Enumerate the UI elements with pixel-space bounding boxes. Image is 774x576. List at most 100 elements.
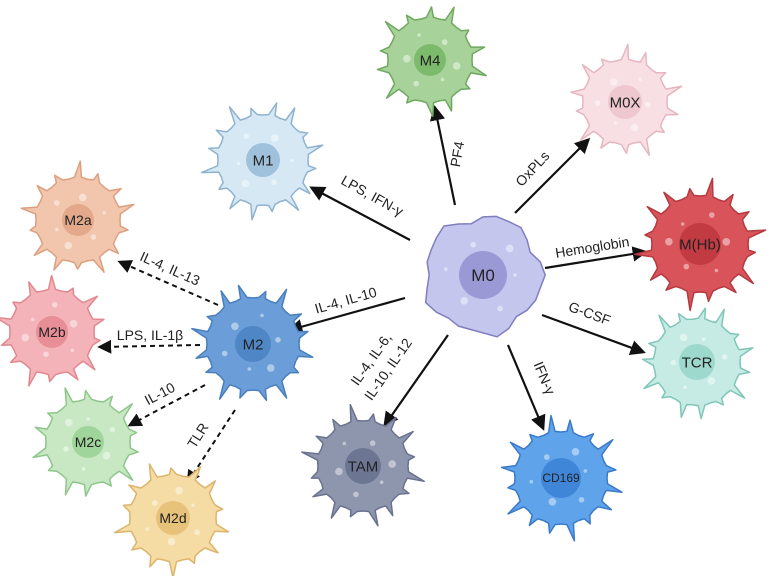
cell-m1: M1 xyxy=(200,102,324,221)
nucleus-m2d xyxy=(156,501,190,535)
label-oxpls: OxPLs xyxy=(512,148,552,190)
nucleus-m4 xyxy=(414,44,446,76)
vesicle xyxy=(417,33,421,37)
cell-m0x: M0X xyxy=(570,43,683,157)
vesicle xyxy=(369,440,376,447)
vesicle xyxy=(505,244,514,253)
vesicle xyxy=(270,134,279,142)
vesicle xyxy=(191,503,195,508)
vesicle xyxy=(721,354,728,360)
nucleus-m0x xyxy=(608,85,642,119)
vesicle xyxy=(335,467,343,476)
vesicle xyxy=(403,54,411,63)
vesicle xyxy=(460,297,469,305)
label-gcsf: G-CSF xyxy=(567,298,613,328)
vesicle xyxy=(102,211,107,215)
cell-tam: TAM xyxy=(301,403,425,527)
vesicle xyxy=(583,469,588,473)
vesicle xyxy=(452,62,461,70)
vesicle xyxy=(63,446,69,452)
arrow-m0-mhb xyxy=(544,246,649,270)
nucleus-m2a xyxy=(62,204,94,236)
vesicle xyxy=(342,441,347,446)
vesicle xyxy=(267,364,275,372)
vesicle xyxy=(444,267,448,271)
nucleus-m2b xyxy=(36,316,68,348)
label-mhb: M(Hb) xyxy=(679,236,721,253)
label-m0x: M0X xyxy=(610,94,641,111)
vesicle xyxy=(441,39,448,45)
cell-tcr: TCR xyxy=(641,307,754,420)
label-pf4: PF4 xyxy=(447,140,467,168)
label-m4: M4 xyxy=(420,52,441,69)
arrow-m2-m2b xyxy=(97,339,201,354)
nucleus-m2c xyxy=(72,426,104,458)
label-m0: M0 xyxy=(471,266,495,285)
cell-mhb: M(Hb) xyxy=(634,177,767,312)
cell-m2c: M2c xyxy=(32,387,139,497)
vesicle xyxy=(701,337,706,342)
vesicle xyxy=(65,418,73,427)
vesicle xyxy=(221,350,228,357)
vesicle xyxy=(247,367,252,371)
vesicle xyxy=(709,212,715,218)
vesicle xyxy=(70,348,75,353)
vesicle xyxy=(571,448,580,456)
label-il4-il13: IL-4, IL-13 xyxy=(138,248,203,289)
vesicle xyxy=(707,377,716,385)
nucleus-tcr xyxy=(679,344,715,380)
vesicle xyxy=(638,77,642,82)
vesicle xyxy=(43,351,49,358)
vesicle xyxy=(167,537,176,546)
vesicle xyxy=(64,241,73,250)
label-m2: M2 xyxy=(243,336,264,353)
vesicle xyxy=(670,359,677,366)
vesicle xyxy=(290,158,295,163)
vesicle xyxy=(78,193,87,202)
vesicle xyxy=(271,179,277,185)
arrow-m0-tam xyxy=(383,334,449,428)
vesicle xyxy=(275,337,281,343)
cell-m4: M4 xyxy=(376,6,487,117)
vesicle xyxy=(81,467,86,471)
vesicle xyxy=(90,234,97,240)
vesicle xyxy=(194,529,200,535)
arrow-m0-m4 xyxy=(429,104,457,206)
vesicle xyxy=(544,454,550,460)
label-m2a: M2a xyxy=(64,212,91,228)
vesicle xyxy=(594,100,601,106)
label-tam: TAM xyxy=(348,458,379,475)
label-tlr: TLR xyxy=(184,420,212,451)
label-tcr: TCR xyxy=(682,354,713,371)
arrow-m0-tcr xyxy=(541,313,646,355)
label-il4-il10: IL-4, IL-10 xyxy=(313,284,379,317)
vesicle xyxy=(529,479,534,484)
label-m2b: M2b xyxy=(38,324,65,340)
arrow-m0-m2 xyxy=(287,296,406,335)
vesicle xyxy=(21,333,30,342)
nucleus-tam xyxy=(345,448,381,484)
vesicle xyxy=(645,101,651,108)
vesicle xyxy=(680,222,685,226)
vesicle xyxy=(175,486,183,495)
vesicle xyxy=(55,227,59,232)
label-m2d: M2d xyxy=(159,510,186,526)
cell-cd169: CD169 xyxy=(500,414,623,542)
vesicle xyxy=(497,305,503,312)
label-lps-ifn: LPS, IFN-γ xyxy=(339,172,407,219)
vesicle xyxy=(353,491,359,498)
label-m2c: M2c xyxy=(75,434,101,450)
nucleus-m0 xyxy=(459,251,507,299)
nucleus-m1 xyxy=(246,143,280,177)
edges xyxy=(97,104,649,485)
vesicle xyxy=(578,497,585,503)
arrow-m0-m1 xyxy=(309,186,411,241)
vesicle xyxy=(53,200,60,206)
arrow-m0-m0x xyxy=(514,137,591,214)
vesicle xyxy=(609,78,618,86)
vesicle xyxy=(145,527,150,531)
label-lps-il1b: LPS, IL-1β xyxy=(117,327,183,343)
